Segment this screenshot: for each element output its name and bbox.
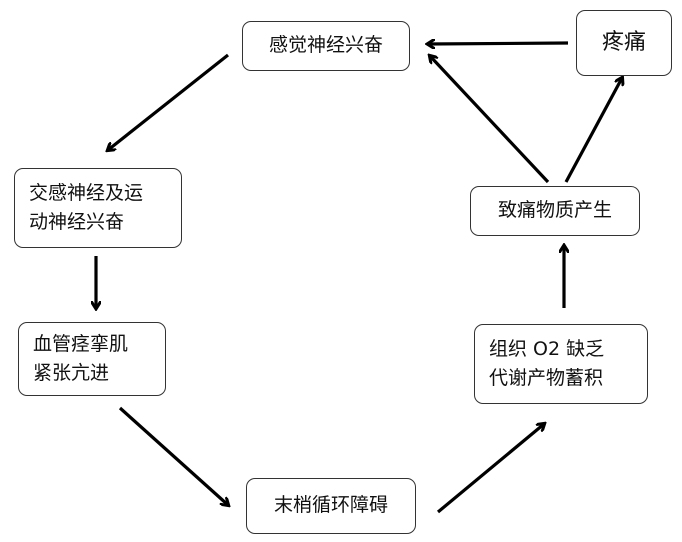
node-sympathetic-motor-excitation: 交感神经及运 动神经兴奋 xyxy=(14,168,182,248)
node-label-line-2: 代谢产物蓄积 xyxy=(489,367,604,389)
node-tissue-hypoxia-metabolite-accumulation: 组织 O2 缺乏 代谢产物蓄积 xyxy=(474,324,648,404)
node-label-line-1: 血管痉挛肌 xyxy=(33,332,129,355)
arrow-vascular-to-circulation xyxy=(118,406,228,505)
arrow-pain-to-sensory xyxy=(428,43,569,44)
node-label-line-2: 紧张亢进 xyxy=(33,362,110,384)
node-label-line-1: 组织 O2 缺乏 xyxy=(489,337,605,360)
node-label-line-2: 动神经兴奋 xyxy=(29,211,125,233)
arrow-pain-substances-to-sensory xyxy=(430,56,550,184)
arrow-sensory-to-sympathetic xyxy=(108,53,229,150)
arrow-circulation-to-hypoxia xyxy=(436,424,544,514)
node-label: 致痛物质产生 xyxy=(497,199,612,222)
node-peripheral-circulation-disorder: 末梢循环障碍 xyxy=(246,478,416,534)
node-vascular-spasm-muscle-tension: 血管痉挛肌 紧张亢进 xyxy=(18,322,166,396)
node-sensory-nerve-excitation: 感觉神经兴奋 xyxy=(242,21,410,71)
node-label: 疼痛 xyxy=(601,29,646,55)
node-label: 感觉神经兴奋 xyxy=(268,34,383,57)
node-pain-substance-production: 致痛物质产生 xyxy=(470,186,640,236)
node-label: 末梢循环障碍 xyxy=(273,494,388,517)
node-pain: 疼痛 xyxy=(576,10,672,76)
arrow-pain-substances-to-pain xyxy=(564,78,622,183)
node-label-line-1: 交感神经及运 xyxy=(29,181,144,204)
